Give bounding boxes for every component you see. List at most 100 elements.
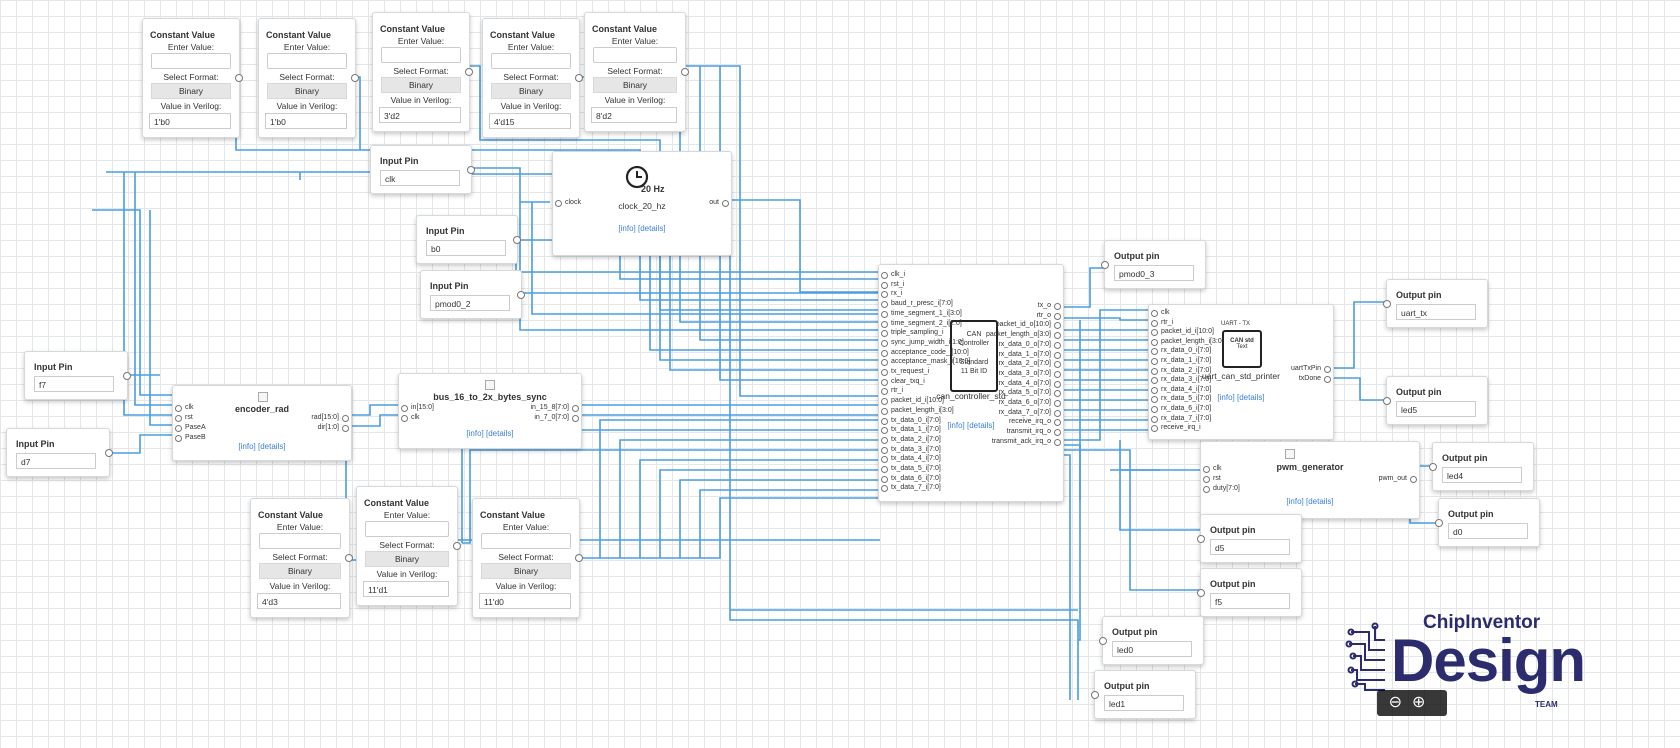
can-input-port[interactable]: tx_data_2_i[7:0] [881, 435, 941, 444]
input-port[interactable] [1383, 397, 1391, 405]
enter-value-input[interactable] [481, 533, 571, 549]
uart-input-port[interactable]: rx_data_7_i[7:0] [1150, 414, 1212, 423]
port-clk[interactable]: clk [401, 414, 420, 422]
input-port[interactable] [1429, 463, 1437, 471]
constant-value-card-6[interactable]: Constant Value Enter Value: Select Forma… [250, 498, 353, 618]
can-input-port[interactable]: triple_sampling_i [881, 329, 944, 338]
constant-value-card-7[interactable]: Constant Value Enter Value: Select Forma… [356, 486, 461, 606]
output-pin-led0[interactable]: Output pin led0 [1099, 616, 1204, 665]
port-clk[interactable]: clk [1203, 465, 1222, 473]
can-output-port[interactable]: rx_data_7_o[7:0] [998, 408, 1061, 417]
encoder-rad-block[interactable]: encoder_rad clk rst PaseA PaseB rad[15:0… [172, 385, 352, 461]
format-select[interactable]: Binary [381, 77, 461, 93]
port-txdone[interactable]: txDone [1298, 375, 1332, 383]
zoom-out-icon[interactable]: ⊖ [1388, 694, 1412, 711]
uart-input-port[interactable]: packet_id_i[10:0] [1151, 328, 1214, 337]
constant-value-card-3[interactable]: Constant Value Enter Value: Select Forma… [372, 12, 473, 132]
can-output-port[interactable]: tx_o [1037, 302, 1062, 310]
output-port[interactable] [345, 554, 353, 562]
can-output-port[interactable]: rx_data_4_o[7:0] [998, 379, 1061, 388]
uart-input-port[interactable]: rx_data_0_i[7:0] [1150, 347, 1212, 356]
output-pin-f5[interactable]: Output pin f5 [1197, 568, 1302, 617]
can-input-port[interactable]: time_segment_1_i[3:0] [881, 309, 962, 318]
enter-value-input[interactable] [593, 47, 677, 63]
pin-value[interactable]: led0 [1112, 641, 1192, 657]
output-port[interactable] [453, 542, 461, 550]
info-link[interactable]: [info] [1217, 393, 1235, 402]
port-out[interactable]: out [709, 199, 729, 207]
enter-value-input[interactable] [381, 47, 461, 63]
can-input-port[interactable]: clear_txq_i [881, 377, 925, 386]
can-input-port[interactable]: tx_data_1_i[7:0] [881, 426, 941, 435]
output-pin-d5[interactable]: Output pin d5 [1197, 514, 1302, 563]
input-port[interactable] [1197, 589, 1205, 597]
enter-value-input[interactable] [267, 53, 347, 69]
uart-can-std-printer-block[interactable]: UART - TX CAN std Text uart_can_std_prin… [1148, 304, 1334, 440]
pin-value[interactable]: uart_tx [1396, 304, 1476, 320]
output-port[interactable] [105, 449, 113, 457]
output-pin-uart-tx[interactable]: Output pin uart_tx [1383, 279, 1488, 328]
pwm-generator-block[interactable]: pwm_generator clk rst duty[7:0] pwm_out … [1200, 441, 1420, 519]
format-select[interactable]: Binary [259, 563, 341, 579]
port-rst[interactable]: rst [175, 414, 193, 422]
constant-value-card-2[interactable]: Constant Value Enter Value: Select Forma… [258, 18, 359, 138]
can-output-port[interactable]: rx_data_5_o[7:0] [998, 389, 1061, 398]
port-pwm-out[interactable]: pwm_out [1378, 475, 1418, 483]
pin-value[interactable]: b0 [426, 240, 506, 256]
can-input-port[interactable]: baud_r_presc_i[7:0] [881, 300, 953, 309]
input-port[interactable] [1435, 519, 1443, 527]
output-pin-led4[interactable]: Output pin led4 [1429, 442, 1534, 491]
details-link[interactable]: [details] [638, 224, 666, 233]
port-pasea[interactable]: PaseA [175, 424, 206, 432]
input-pin-f7[interactable]: Input Pin f7 [24, 351, 131, 400]
output-port[interactable] [467, 166, 475, 174]
constant-value-card-5[interactable]: Constant Value Enter Value: Select Forma… [584, 12, 689, 132]
pin-value[interactable]: led1 [1104, 695, 1184, 711]
can-output-port[interactable]: rx_data_0_o[7:0] [998, 340, 1061, 349]
output-pin-pmod0-3[interactable]: Output pin pmod0_3 [1101, 240, 1206, 289]
format-select[interactable]: Binary [267, 83, 347, 99]
clock-block[interactable]: 20 Hz clock out clock_20_hz [info] [deta… [552, 151, 732, 256]
uart-input-port[interactable]: rx_data_6_i[7:0] [1150, 405, 1212, 413]
output-pin-led5[interactable]: Output pin led5 [1383, 376, 1488, 425]
uart-input-port[interactable]: rx_data_1_i[7:0] [1150, 357, 1212, 365]
pin-value[interactable]: d5 [1210, 539, 1290, 555]
output-port[interactable] [575, 554, 583, 562]
pin-value[interactable]: led4 [1442, 467, 1522, 483]
uart-input-port[interactable]: receive_irq_i [1151, 424, 1201, 433]
can-output-port[interactable]: packet_length_o[3:0] [986, 331, 1061, 340]
can-output-port[interactable]: transmit_irq_o [1006, 428, 1062, 437]
pin-value[interactable]: pmod0_3 [1114, 265, 1194, 281]
details-link[interactable]: [details] [486, 429, 514, 438]
can-output-port[interactable]: rx_data_1_o[7:0] [998, 350, 1061, 359]
output-port[interactable] [575, 74, 583, 82]
info-link[interactable]: [info] [947, 421, 965, 430]
port-rst[interactable]: rst [1203, 475, 1221, 483]
port-paseb[interactable]: PaseB [175, 434, 206, 442]
can-input-port[interactable]: rx_i [880, 290, 903, 299]
can-output-port[interactable]: rx_data_3_o[7:0] [998, 369, 1061, 378]
can-input-port[interactable]: packet_id_i[10:0] [881, 397, 944, 406]
enter-value-input[interactable] [259, 533, 341, 549]
input-pin-b0[interactable]: Input Pin b0 [416, 215, 521, 264]
constant-value-card-4[interactable]: Constant Value Enter Value: Select Forma… [482, 18, 583, 138]
output-port[interactable] [235, 74, 243, 82]
input-pin-d7[interactable]: Input Pin d7 [6, 428, 113, 477]
bus-16-to-2x-bytes-block[interactable]: bus_16_to_2x_bytes_sync in[15:0] clk in_… [398, 373, 582, 449]
enter-value-input[interactable] [491, 53, 571, 69]
details-link[interactable]: [details] [258, 442, 286, 451]
port-dir[interactable]: dir[1:0] [317, 424, 350, 432]
input-port[interactable] [1091, 691, 1099, 699]
format-select[interactable]: Binary [365, 551, 449, 567]
pin-value[interactable]: f7 [34, 376, 114, 392]
pin-value[interactable]: pmod0_2 [430, 295, 510, 311]
can-controller-block[interactable]: CAN Controller Standard 11 Bit ID can_co… [878, 264, 1064, 502]
can-input-port[interactable]: time_segment_2_i[2:0] [881, 319, 962, 328]
output-port[interactable] [517, 291, 525, 299]
can-input-port[interactable]: tx_data_4_i[7:0] [881, 455, 941, 464]
can-output-port[interactable]: rx_data_2_o[7:0] [998, 360, 1061, 369]
input-pin-pmod0-2[interactable]: Input Pin pmod0_2 [420, 270, 525, 319]
uart-input-port[interactable]: rx_data_5_i[7:0] [1150, 395, 1212, 404]
can-input-port[interactable]: clk_i [880, 271, 906, 279]
format-select[interactable]: Binary [481, 563, 571, 579]
